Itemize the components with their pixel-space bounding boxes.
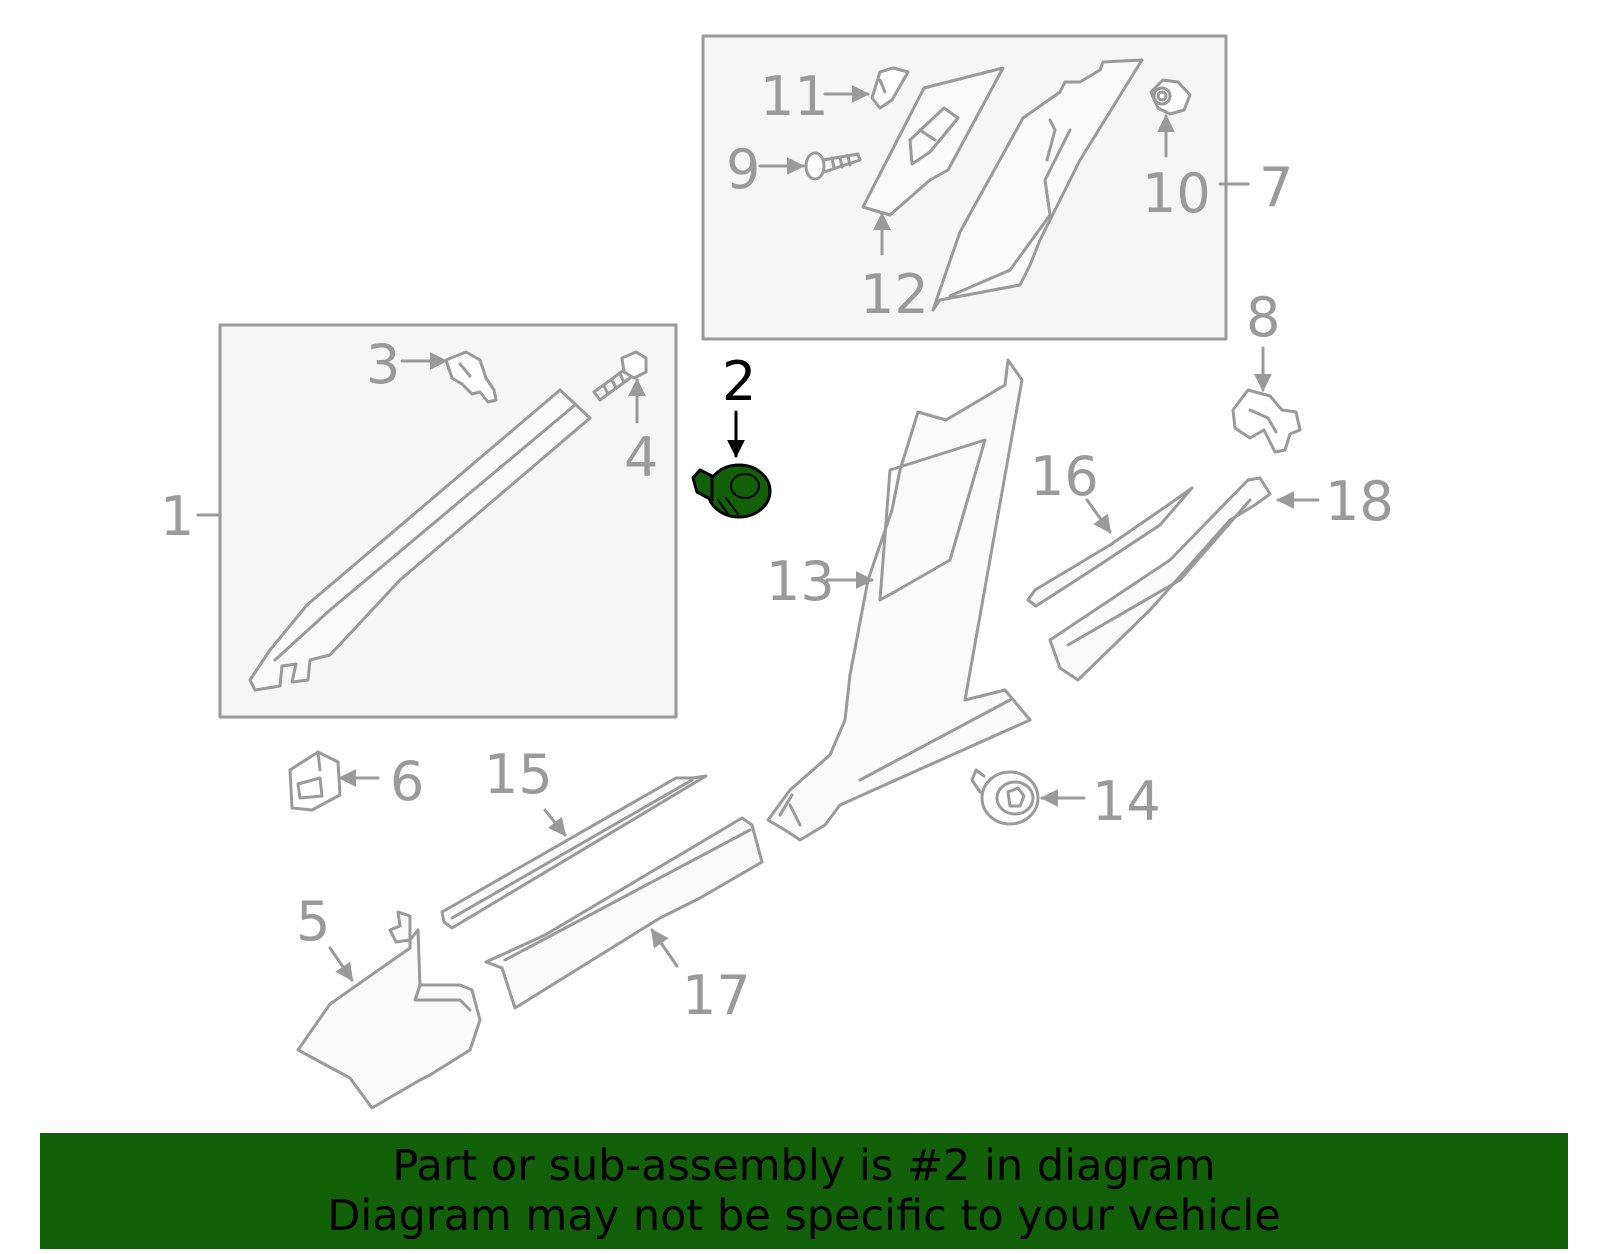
callout-12[interactable]: 12	[860, 263, 929, 326]
part-17-sill	[484, 816, 764, 1010]
callout-15[interactable]: 15	[484, 743, 553, 806]
callout-leaders	[196, 85, 1320, 982]
part-4-bolt-icon	[592, 350, 648, 402]
part-14-fastener-icon	[970, 768, 1040, 826]
callout-9[interactable]: 9	[726, 138, 760, 201]
callout-8[interactable]: 8	[1246, 286, 1280, 349]
notice-banner: Part or sub-assembly is #2 in diagram Di…	[40, 1133, 1568, 1249]
part-6-clip-icon	[288, 750, 342, 812]
part-16-strip	[1026, 486, 1194, 608]
callout-10[interactable]: 10	[1142, 162, 1211, 225]
callout-18[interactable]: 18	[1325, 470, 1394, 533]
part-10-nut-icon	[1149, 78, 1192, 116]
part-3-clip-icon	[444, 350, 498, 404]
part-18-scuff	[1048, 476, 1272, 682]
part-13-b-pillar-trim	[766, 358, 1032, 842]
notice-line-2: Diagram may not be specific to your vehi…	[327, 1191, 1281, 1241]
callout-1[interactable]: 1	[160, 485, 194, 548]
part-9-screw-icon	[804, 151, 862, 181]
callout-7[interactable]: 7	[1259, 156, 1293, 219]
part-1-pillar	[248, 388, 592, 692]
notice-line-1: Part or sub-assembly is #2 in diagram	[392, 1141, 1216, 1191]
part-8-clip-icon	[1231, 388, 1302, 454]
callout-11[interactable]: 11	[760, 65, 829, 128]
callout-14[interactable]: 14	[1092, 770, 1161, 833]
callout-2-highlighted[interactable]: 2	[722, 350, 756, 413]
callout-4[interactable]: 4	[624, 426, 658, 489]
callout-17[interactable]: 17	[682, 964, 751, 1027]
part-15-strip	[440, 774, 708, 930]
part-2-highlighted-plug	[691, 463, 772, 519]
part-7-trim	[931, 58, 1144, 312]
part-11-clip-icon	[870, 66, 910, 110]
part-5-kick-panel	[296, 910, 482, 1110]
callout-5[interactable]: 5	[296, 890, 330, 953]
callout-16[interactable]: 16	[1030, 445, 1099, 508]
callout-3[interactable]: 3	[366, 333, 400, 396]
callout-6[interactable]: 6	[390, 750, 424, 813]
callout-13[interactable]: 13	[766, 550, 835, 613]
